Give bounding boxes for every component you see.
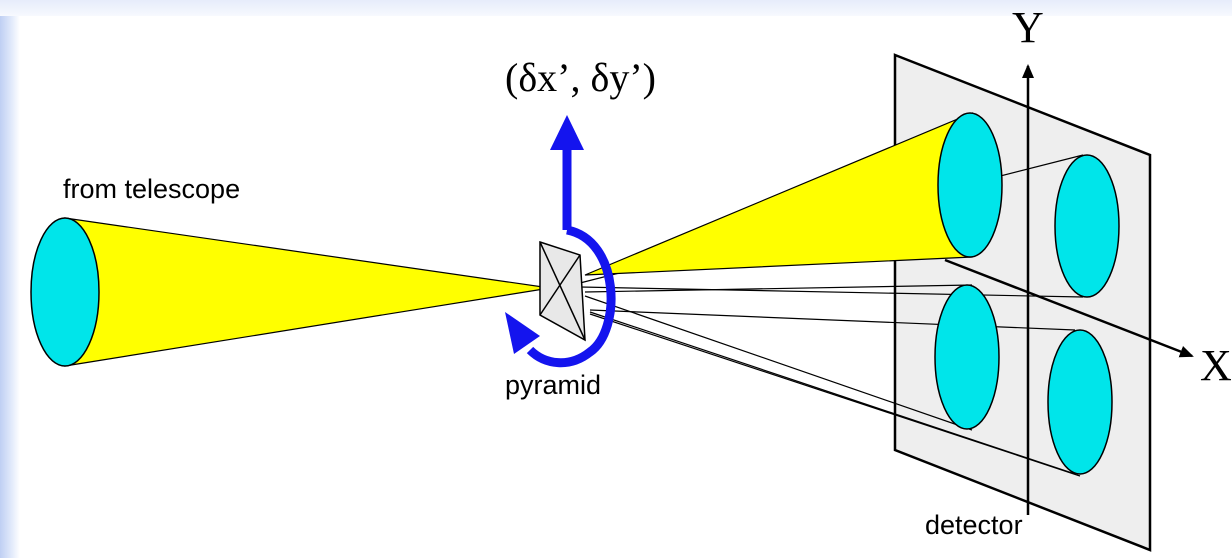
curved-arrow-icon xyxy=(505,312,540,354)
label-from-telescope: from telescope xyxy=(63,174,241,204)
entrance-pupil xyxy=(30,217,100,367)
pyramid-prism xyxy=(539,240,586,342)
pupil-image-bottom-left xyxy=(934,284,1000,430)
up-arrow-icon xyxy=(550,115,584,150)
pupil-image-top-left xyxy=(937,112,1003,258)
label-detector: detector xyxy=(925,510,1023,540)
pupil-image-bottom-right xyxy=(1047,329,1113,475)
pupil-image-top-right xyxy=(1054,154,1120,298)
outgoing-beam xyxy=(584,112,973,276)
top-band xyxy=(0,0,1232,16)
label-tilt: (δx’, δy’) xyxy=(505,55,656,100)
label-axis-y: Y xyxy=(1012,3,1044,52)
rotation-arrow xyxy=(505,115,616,368)
x-axis xyxy=(944,258,1194,358)
label-axis-x: X xyxy=(1200,341,1232,390)
incoming-beam xyxy=(64,217,551,367)
label-pyramid: pyramid xyxy=(505,370,602,400)
